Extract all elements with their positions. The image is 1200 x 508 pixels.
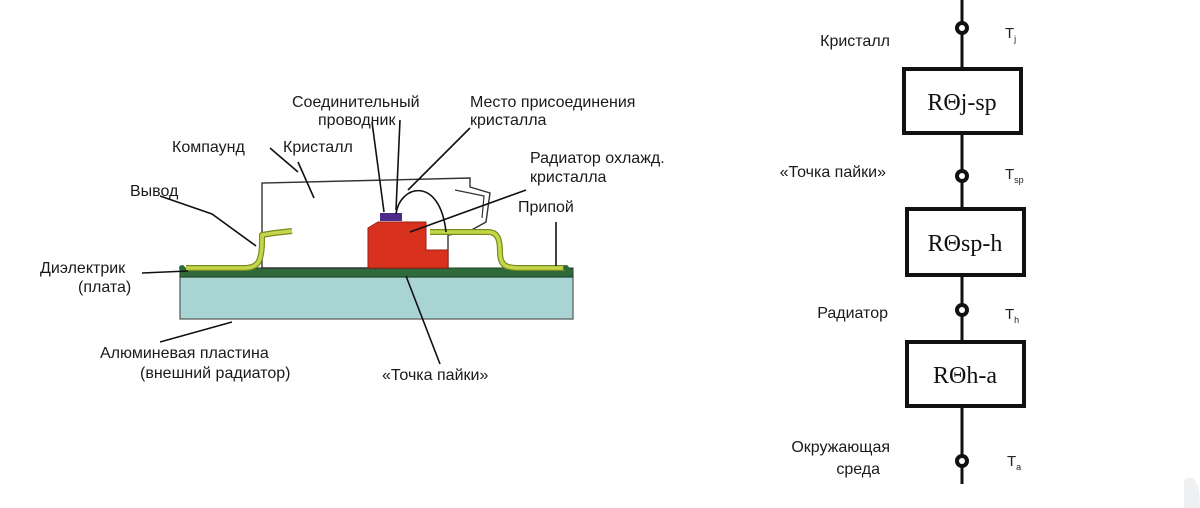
- label-solder-point: «Точка пайки»: [382, 367, 488, 384]
- label-aluminum-1: Алюминевая пластина: [100, 345, 269, 362]
- temp-label-j: Tj: [1005, 25, 1016, 44]
- temp-label-h: Th: [1005, 306, 1019, 325]
- resistor-label-sp-h: RΘsp-h: [928, 231, 1003, 257]
- solder-joint-left: [179, 265, 185, 271]
- die-heatsink-slug: [367, 221, 449, 269]
- label-crystal: Кристалл: [283, 139, 353, 156]
- node-label-ambient-2: среда: [836, 461, 880, 478]
- label-lead: Вывод: [130, 183, 179, 200]
- solder-joint-right: [563, 265, 569, 271]
- node-label-crystal: Кристалл: [820, 33, 890, 50]
- label-die-heatsink-2: кристалла: [530, 169, 607, 186]
- resistor-box-j-sp: [902, 67, 1023, 135]
- aluminum-plate: [179, 276, 574, 320]
- bond-wire: [395, 189, 447, 233]
- corner-shade: [1184, 477, 1200, 508]
- resistor-box-h-a: [905, 340, 1026, 408]
- crystal-chip: [380, 213, 402, 221]
- label-compound: Компаунд: [172, 139, 245, 156]
- label-aluminum-2: (внешний радиатор): [140, 365, 290, 382]
- leader-lines: [141, 119, 557, 365]
- resistor-label-j-sp: RΘj-sp: [927, 90, 996, 116]
- label-dielectric-2: (плата): [78, 279, 131, 296]
- package-cross-section: [179, 177, 574, 320]
- package-labels: Соединительный проводник Место присоедин…: [40, 94, 665, 384]
- compound-inner-step: [454, 189, 485, 219]
- node-label-radiator: Радиатор: [817, 305, 888, 322]
- label-die-attach-2: кристалла: [470, 112, 547, 129]
- temp-label-sp: Tsp: [1005, 166, 1024, 185]
- resistor-label-h-a: RΘh-a: [933, 363, 997, 389]
- node-label-ambient-1: Окружающая: [791, 439, 890, 456]
- label-connector-wire-2: проводник: [318, 112, 396, 129]
- node-label-solder-point: «Точка пайки»: [780, 164, 886, 181]
- temp-label-a: Ta: [1007, 453, 1021, 472]
- label-die-heatsink-1: Радиатор охлажд.: [530, 150, 665, 167]
- label-solder: Припой: [518, 199, 574, 216]
- label-connector-wire-1: Соединительный: [292, 94, 420, 111]
- label-die-attach-1: Место присоединения: [470, 94, 635, 111]
- thermal-chain: RΘj-sp RΘsp-h RΘh-a Кристалл «Точка пайк…: [780, 0, 1026, 484]
- resistor-box-sp-h: [905, 207, 1026, 277]
- label-dielectric-1: Диэлектрик: [40, 260, 126, 277]
